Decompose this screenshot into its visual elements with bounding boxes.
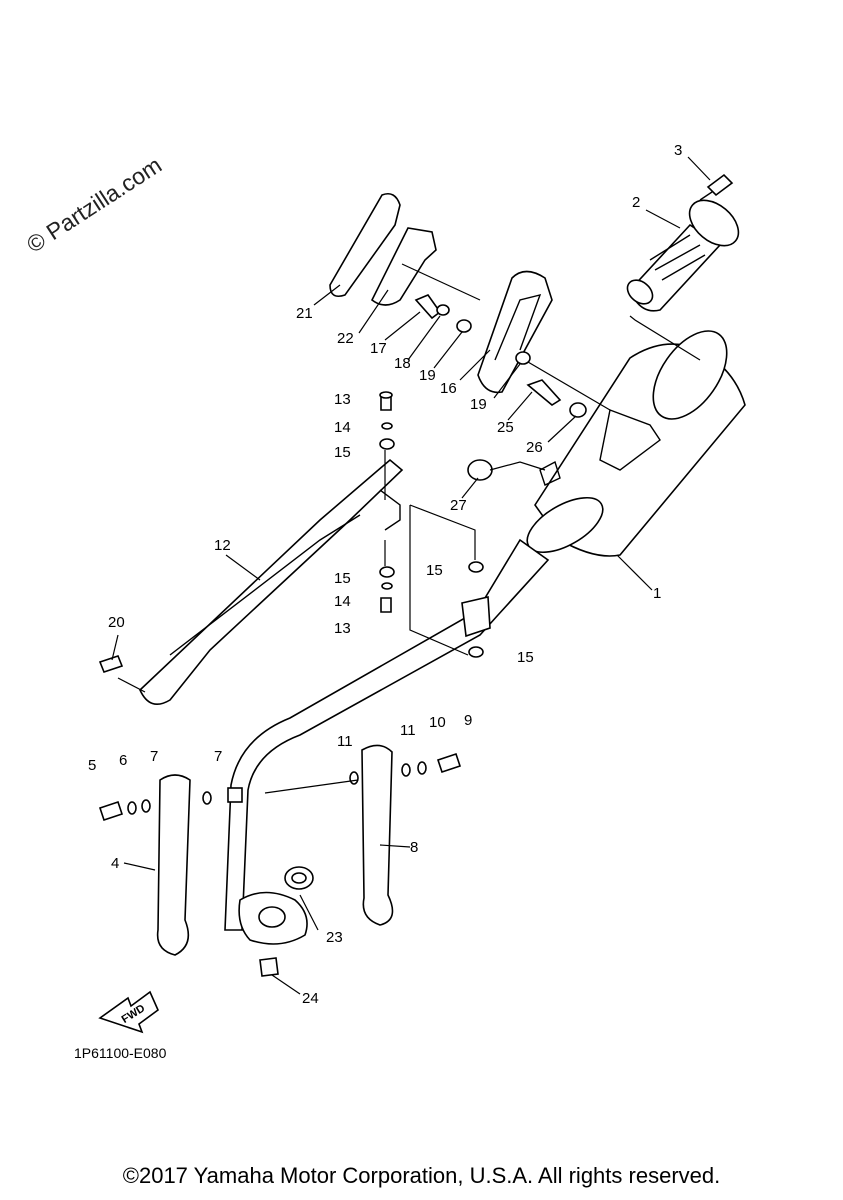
diagram-code: 1P61100-E080 [74, 1045, 167, 1061]
callout-15d: 15 [517, 649, 534, 666]
callout-23: 23 [326, 929, 343, 946]
callout-17: 17 [370, 340, 387, 357]
bolt-20 [98, 655, 124, 673]
callout-15c: 15 [426, 562, 443, 579]
callout-11a: 11 [337, 733, 353, 750]
callout-6: 6 [119, 752, 127, 769]
callout-27: 27 [450, 497, 467, 514]
lower-fasteners [98, 752, 462, 977]
bolt-3 [699, 173, 734, 201]
callout-22: 22 [337, 330, 354, 347]
callout-18: 18 [394, 355, 411, 372]
copyright-notice: ©2017 Yamaha Motor Corporation, U.S.A. A… [122, 1163, 721, 1188]
exhaust-pipe [224, 538, 550, 945]
callout-12: 12 [214, 537, 231, 554]
callout-20: 20 [108, 614, 125, 631]
heat-shield-plates [329, 192, 437, 306]
callout-21: 21 [296, 305, 313, 322]
callout-25: 25 [497, 419, 514, 436]
callout-5: 5 [88, 757, 96, 774]
callout-13b: 13 [334, 620, 351, 637]
callout-1: 1 [653, 585, 661, 602]
callout-14b: 14 [334, 593, 351, 610]
heat-shield-16 [477, 270, 553, 394]
callout-4: 4 [111, 855, 119, 872]
fwd-arrow-icon: FWD [98, 990, 159, 1034]
callout-15a: 15 [334, 444, 351, 461]
callout-11b: 11 [400, 722, 416, 739]
callout-labels: 1 2 3 4 5 6 7 7 8 9 10 11 11 12 13 14 15… [88, 142, 682, 1007]
callout-3: 3 [674, 142, 682, 159]
callout-13a: 13 [334, 391, 351, 408]
silencer-tip [626, 199, 740, 312]
callout-24: 24 [302, 990, 319, 1007]
leader-lines [111, 156, 711, 995]
muffler [526, 330, 746, 557]
callout-2: 2 [632, 194, 640, 211]
mount-bracket [139, 458, 404, 706]
callout-19a: 19 [419, 367, 436, 384]
callout-10: 10 [429, 714, 446, 731]
callout-7b: 7 [214, 748, 222, 765]
callout-16: 16 [440, 380, 457, 397]
callout-26: 26 [526, 439, 543, 456]
mid-fasteners [379, 391, 484, 658]
callout-15b: 15 [334, 570, 351, 587]
callout-8: 8 [410, 839, 418, 856]
callout-19b: 19 [470, 396, 487, 413]
pipe-guards [156, 744, 394, 956]
callout-14a: 14 [334, 419, 351, 436]
callout-7a: 7 [150, 748, 158, 765]
callout-9: 9 [464, 712, 472, 729]
upper-fasteners [414, 294, 587, 481]
